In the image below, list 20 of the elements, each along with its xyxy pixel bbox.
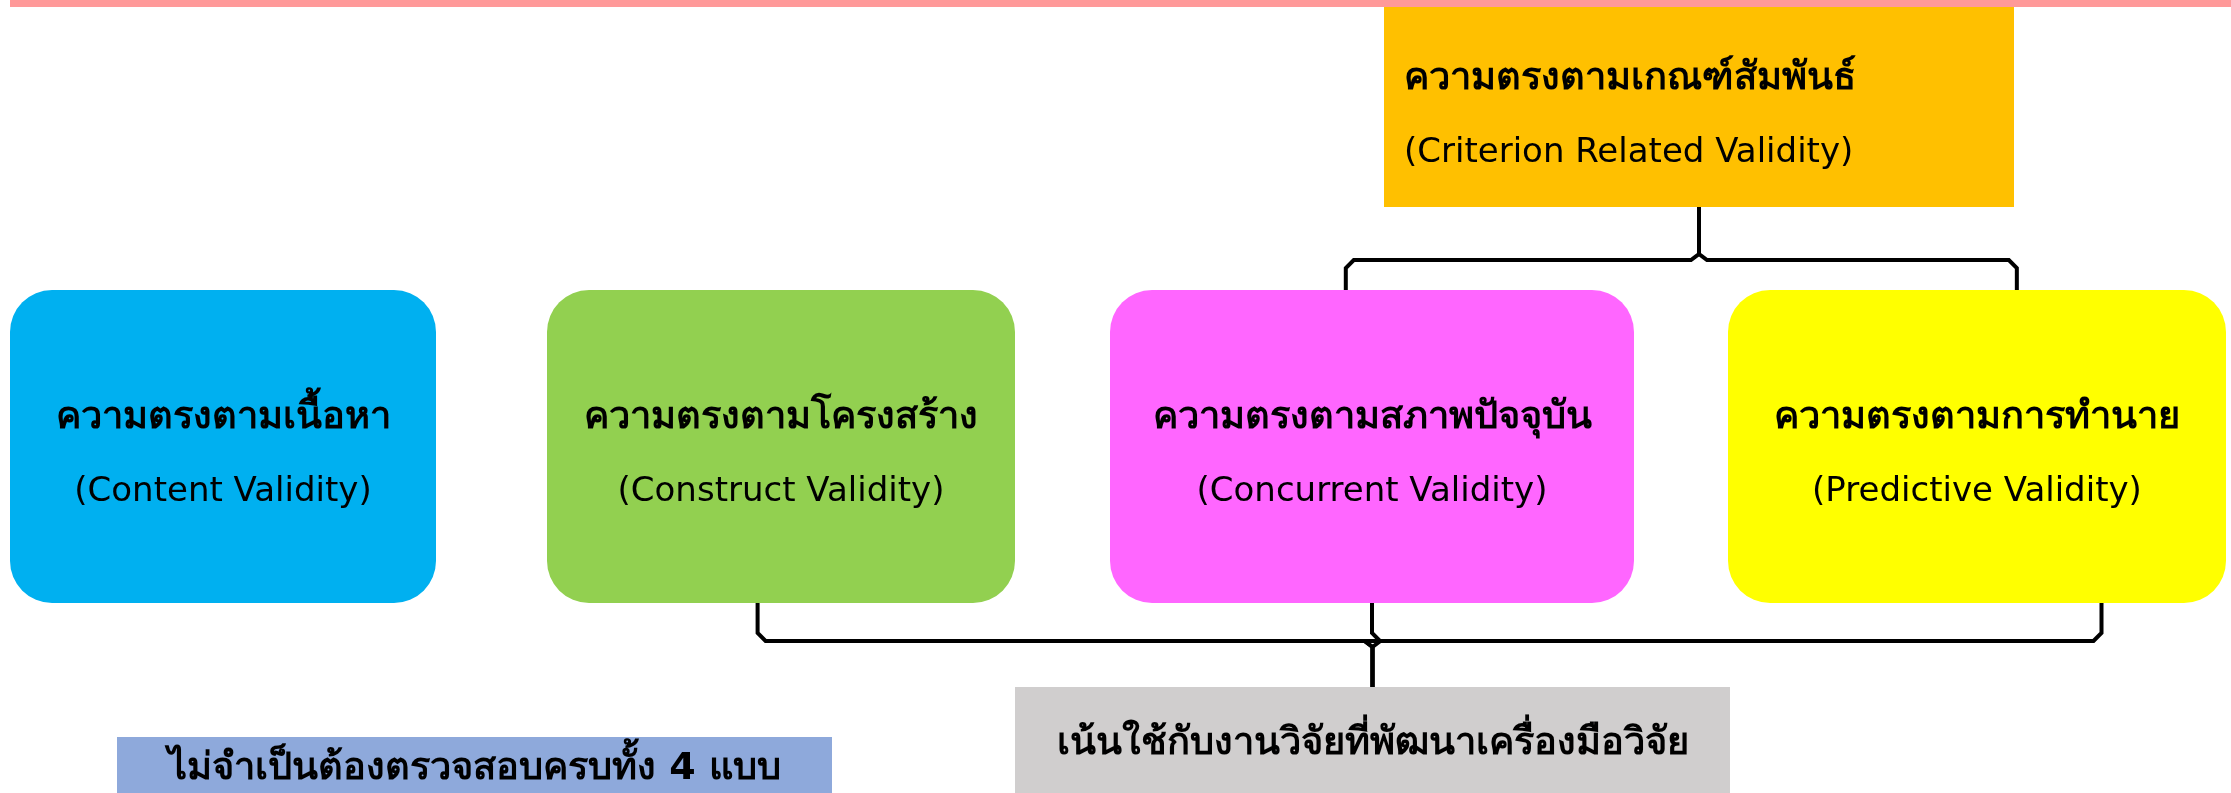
english-term: (Construct Validity) [616,469,946,509]
english-term: (Predictive Validity) [1811,469,2143,509]
bracket-connector [1370,603,2104,687]
thai-term: ความตรงตามสภาพปัจจุบัน [1151,392,1593,441]
english-term: (Content Validity) [73,469,373,509]
thai-term: ความตรงตามการทำนาย [1773,392,2181,439]
thai-term: เน้นใช้กับงานวิจัยที่พัฒนาเครื่องมือวิจัย [1025,709,1720,771]
category-box [1384,7,2014,207]
thai-term: ความตรงตามเกณฑ์สัมพันธ์ [1404,52,1857,100]
thai-term: ไม่จำเป็นต้องตรวจสอบครบทั้ง 4 แบบ [127,734,822,793]
validity-box [1110,290,1634,603]
note-box [1015,687,1730,793]
validity-box [10,290,436,603]
validity-box [1728,290,2226,603]
thai-term: ความตรงตามเนื้อหา [20,384,426,445]
validity-box [547,290,1015,603]
english-term: (Criterion Related Validity) [1404,129,1855,170]
thai-term: ความตรงตามโครงสร้าง [583,391,979,439]
bracket-connector [1697,207,2019,290]
english-term: (Concurrent Validity) [1195,469,1549,509]
